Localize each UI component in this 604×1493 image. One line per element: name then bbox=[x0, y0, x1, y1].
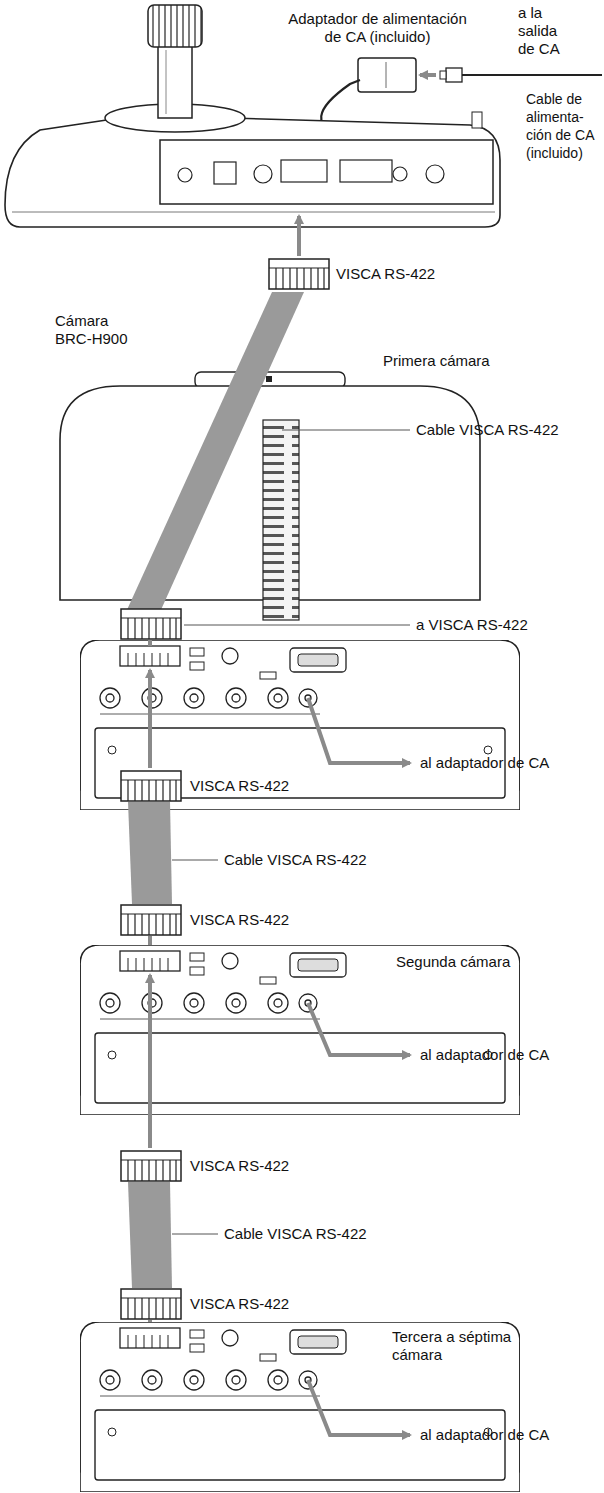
connector-label: VISCA RS-422 bbox=[190, 911, 289, 929]
cable-label: Cable VISCA RS-422 bbox=[224, 851, 367, 869]
part-label: Cámara BRC-H900 bbox=[55, 312, 139, 348]
connector-label: VISCA RS-422 bbox=[190, 1295, 289, 1313]
part-label: Primera cámara bbox=[383, 352, 490, 370]
part-label: Segunda cámara bbox=[396, 953, 510, 971]
part-label: Tercera a séptima cámara bbox=[392, 1328, 524, 1364]
connector-label: a VISCA RS-422 bbox=[416, 616, 528, 634]
cable-label: Cable VISCA RS-422 bbox=[416, 421, 559, 439]
part-label: Cable de alimenta- ción de CA (incluido) bbox=[526, 90, 601, 162]
part-label: Adaptador de alimentación de CA (incluid… bbox=[280, 10, 475, 46]
connector-label: VISCA RS-422 bbox=[336, 265, 435, 283]
power-label: al adaptador de CA bbox=[420, 1426, 549, 1444]
connector-label: VISCA RS-422 bbox=[190, 777, 289, 795]
note-label: a la salida de CA bbox=[518, 4, 570, 58]
connector-label: VISCA RS-422 bbox=[190, 1157, 289, 1175]
cable-label: Cable VISCA RS-422 bbox=[224, 1225, 367, 1243]
power-label: al adaptador de CA bbox=[420, 754, 549, 772]
power-label: al adaptador de CA bbox=[420, 1046, 549, 1064]
